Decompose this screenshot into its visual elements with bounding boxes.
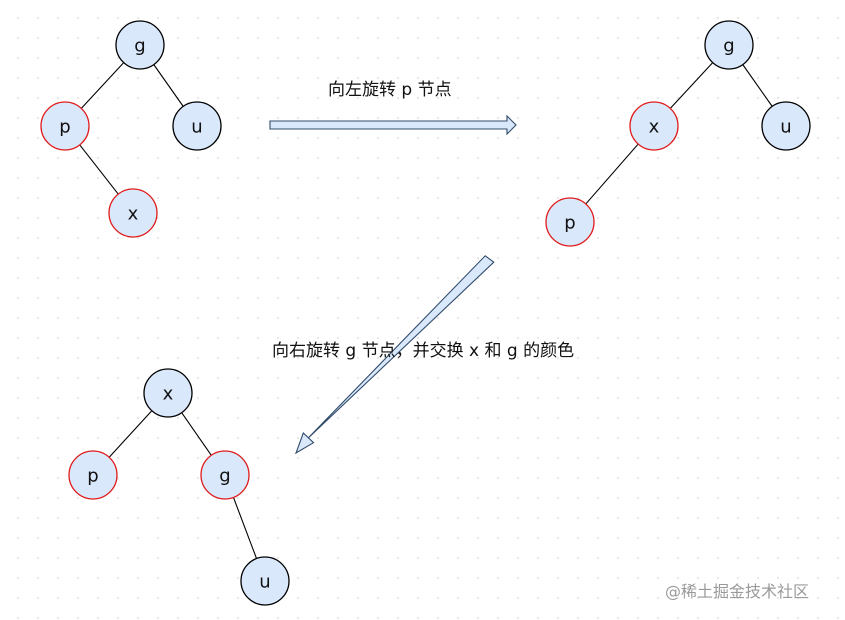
- tree3-node-p-label: p: [87, 466, 98, 487]
- tree1-node-x-circle: [108, 188, 158, 238]
- tree1-node-g-label: g: [134, 36, 145, 57]
- tree2-edge-g-u: [742, 64, 773, 107]
- tree3-node-u: u: [240, 556, 290, 606]
- tree3-node-x-circle: [143, 368, 193, 418]
- tree1-node-g: g: [115, 20, 165, 70]
- tree1-node-p-label: p: [59, 117, 70, 138]
- tree1-edge-g-u: [153, 64, 184, 107]
- arrow-diagonal: [294, 255, 495, 455]
- tree3-node-p-circle: [68, 450, 118, 500]
- tree2-node-p-circle: [545, 197, 595, 247]
- watermark: @稀土掘金技术社区: [665, 582, 809, 601]
- tree2-node-u: u: [761, 101, 811, 151]
- tree1-node-u-label: u: [191, 117, 202, 138]
- tree2-node-p: p: [545, 197, 595, 247]
- tree3-node-p: p: [68, 450, 118, 500]
- step2-caption: 向右旋转 g 节点，并交换 x 和 g 的颜色: [272, 341, 574, 361]
- tree2-node-u-label: u: [780, 117, 791, 138]
- tree1-node-x: x: [108, 188, 158, 238]
- tree2-node-g-circle: [704, 20, 754, 70]
- tree1-edge-p-x: [79, 144, 119, 195]
- tree2-node-x: x: [629, 101, 679, 151]
- tree2-node-x-circle: [629, 101, 679, 151]
- tree2-node-g: g: [704, 20, 754, 70]
- tree3-node-x-label: x: [163, 384, 174, 405]
- tree2-node-u-circle: [761, 101, 811, 151]
- tree3-edge-x-g: [181, 412, 212, 456]
- tree3-node-g-circle: [200, 450, 250, 500]
- tree-edges: [79, 62, 773, 559]
- tree1-node-g-circle: [115, 20, 165, 70]
- tree3-node-x: x: [143, 368, 193, 418]
- tree2-node-p-label: p: [564, 213, 575, 234]
- step1-caption: 向左旋转 p 节点: [328, 80, 452, 100]
- tree-nodes: g p u x g x u p x p g u: [40, 20, 811, 606]
- tree3-edge-x-p: [108, 410, 153, 458]
- tree3-node-g: g: [200, 450, 250, 500]
- tree1-node-x-label: x: [128, 204, 139, 225]
- tree1-node-p-circle: [40, 101, 90, 151]
- tree1-edge-g-p: [80, 62, 125, 109]
- tree1-node-u: u: [172, 101, 222, 151]
- tree3-edge-g-u: [232, 497, 258, 559]
- tree2-node-x-label: x: [649, 117, 660, 138]
- tree3-node-u-circle: [240, 556, 290, 606]
- arrow-right: [269, 114, 517, 136]
- tree3-node-g-label: g: [219, 466, 230, 487]
- tree3-node-u-label: u: [259, 572, 270, 593]
- tree1-node-p: p: [40, 101, 90, 151]
- tree2-node-g-label: g: [723, 36, 734, 57]
- tree2-edge-x-p: [585, 143, 639, 205]
- tree2-edge-g-x: [669, 62, 714, 109]
- tree1-node-u-circle: [172, 101, 222, 151]
